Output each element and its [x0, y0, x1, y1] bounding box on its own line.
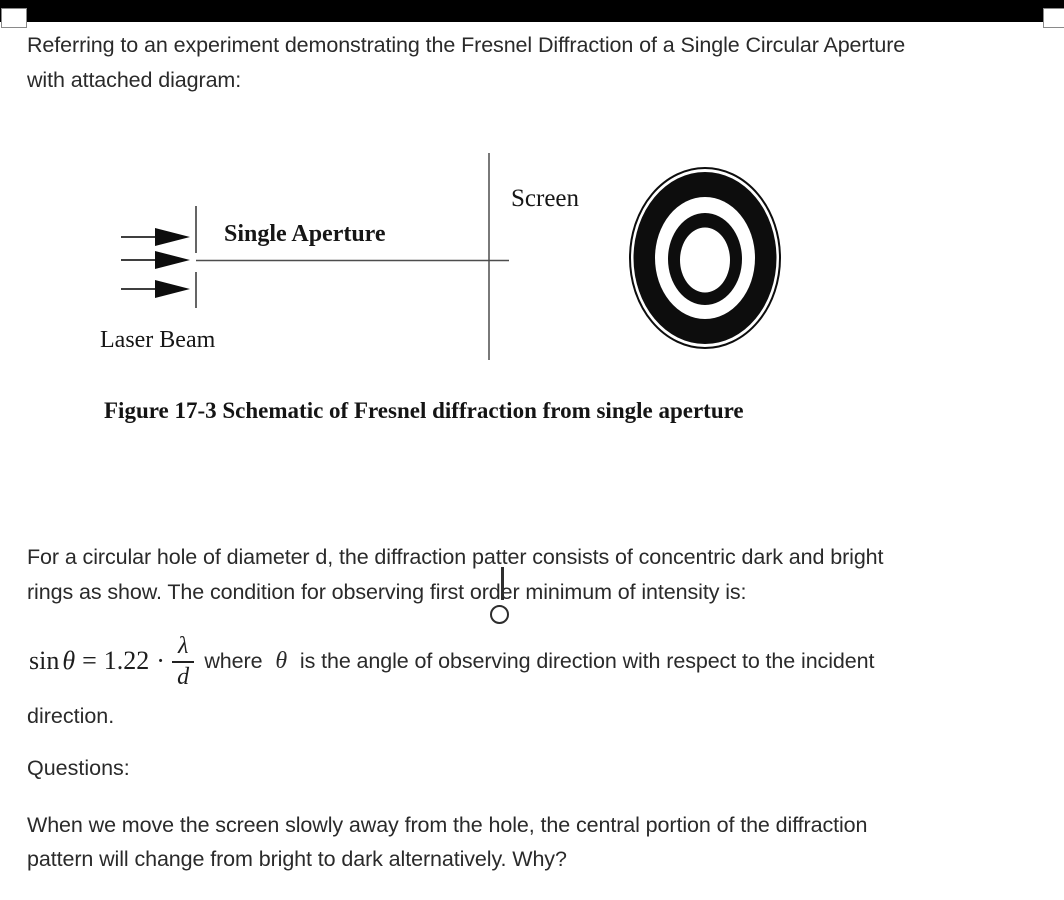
text-line: rings as show. The condition for observi…: [27, 580, 747, 604]
formula-continuation: direction.: [27, 704, 115, 728]
resize-handle-top-right[interactable]: [1043, 8, 1064, 28]
label-single-aperture: Single Aperture: [224, 221, 386, 247]
explanation-pre: where: [204, 648, 263, 673]
text-line: pattern will change from bright to dark …: [27, 847, 567, 871]
formula-theta: θ: [62, 646, 76, 675]
top-bar: [0, 0, 1064, 22]
formula-coefficient: 1.22: [103, 646, 150, 675]
formula-math: sin θ = 1.22 ·: [29, 646, 168, 676]
label-laser-beam: Laser Beam: [100, 327, 216, 353]
text-line: When we move the screen slowly away from…: [27, 813, 868, 837]
formula-sin: sin: [29, 646, 60, 675]
formula-fraction: λ d: [171, 632, 195, 691]
text-line: Referring to an experiment demonstrating…: [27, 33, 906, 57]
questions-heading: Questions:: [27, 756, 130, 780]
fraction-numerator: λ: [171, 632, 195, 663]
text-cursor-caret: [501, 567, 504, 600]
intro-paragraph: Referring to an experiment demonstrating…: [27, 28, 905, 98]
formula-equals: =: [82, 646, 97, 675]
formula-dot: ·: [156, 646, 165, 675]
touch-cursor-handle[interactable]: [490, 605, 509, 624]
figure-caption: Figure 17-3 Schematic of Fresnel diffrac…: [104, 398, 744, 423]
formula-line: sin θ = 1.22 · λ d where θ is the angle …: [29, 626, 874, 696]
text-line: For a circular hole of diameter d, the d…: [27, 545, 884, 569]
explanation-theta: θ: [275, 647, 288, 674]
body-paragraph: For a circular hole of diameter d, the d…: [27, 540, 884, 610]
resize-handle-top-left[interactable]: [1, 8, 27, 28]
explanation-post: is the angle of observing direction with…: [299, 648, 875, 673]
question-paragraph: When we move the screen slowly away from…: [27, 808, 867, 876]
text-line: with attached diagram:: [27, 68, 242, 92]
formula-explanation: where θ is the angle of observing direct…: [204, 648, 874, 675]
laser-beam-arrows: [121, 228, 190, 298]
diffraction-rings: [629, 167, 781, 349]
fraction-denominator: d: [177, 663, 190, 690]
label-screen: Screen: [511, 185, 580, 212]
